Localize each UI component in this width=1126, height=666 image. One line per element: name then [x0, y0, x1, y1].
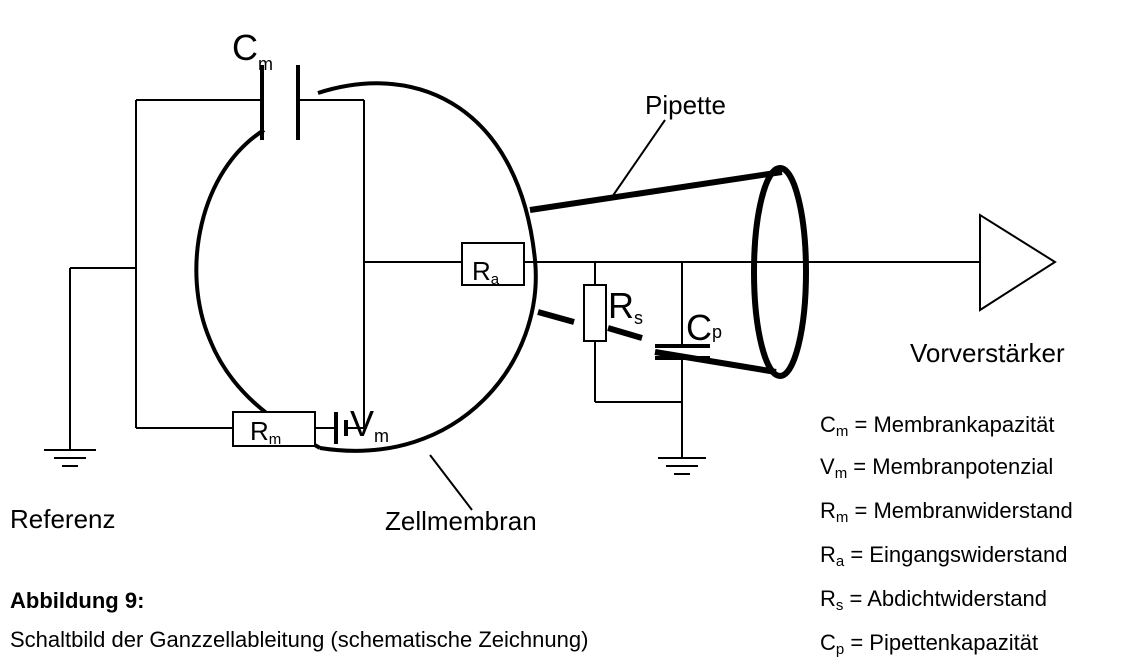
caption-text: Schaltbild der Ganzzellableitung (schema…	[10, 627, 588, 652]
pipette-tip-ellipse	[751, 165, 809, 379]
rm-symbol: Rm	[250, 416, 281, 448]
cp-symbol: Cp	[686, 307, 722, 348]
cell-membrane-label: Zellmembran	[385, 506, 537, 536]
caption-title: Abbildung 9:	[10, 588, 144, 613]
inner-wiring	[363, 100, 462, 428]
cm-capacitor	[136, 65, 364, 140]
rm-resistor	[232, 411, 336, 447]
legend-item: Rs = Abdichtwiderstand	[820, 586, 1047, 614]
cp-capacitor	[655, 262, 710, 458]
preamp-label: Vorverstärker	[910, 338, 1065, 368]
membrane-pointer	[429, 454, 473, 511]
pipette-label: Pipette	[645, 90, 726, 120]
rs-resistor	[537, 262, 682, 403]
ra-symbol: Ra	[472, 256, 500, 288]
legend-item: Cp = Pipettenkapazität	[820, 630, 1038, 658]
ra-resistor	[461, 242, 525, 286]
legend-item: Ra = Eingangswiderstand	[820, 542, 1067, 570]
preamplifier-triangle-icon	[979, 213, 1057, 312]
vm-battery-icon	[334, 412, 364, 444]
vm-symbol: Vm	[350, 403, 389, 446]
cell-membrane-left-arc	[194, 128, 321, 450]
cm-symbol: Cm	[232, 27, 273, 74]
legend-item: Cm = Membrankapazität	[820, 412, 1054, 440]
cell-membrane-right-arc	[317, 81, 538, 453]
pipette	[529, 165, 809, 379]
legend-item: Vm = Membranpotenzial	[820, 454, 1053, 482]
pipette-pointer	[611, 119, 666, 198]
rs-symbol: Rs	[608, 285, 643, 328]
pipette-ground-icon	[658, 457, 706, 475]
legend-item: Rm = Membranwiderstand	[820, 498, 1073, 526]
reference-wiring	[69, 100, 233, 450]
legend: Cm = Membrankapazität Vm = Membranpotenz…	[820, 412, 1073, 658]
reference-ground-icon	[44, 449, 96, 467]
reference-label: Referenz	[10, 504, 116, 534]
